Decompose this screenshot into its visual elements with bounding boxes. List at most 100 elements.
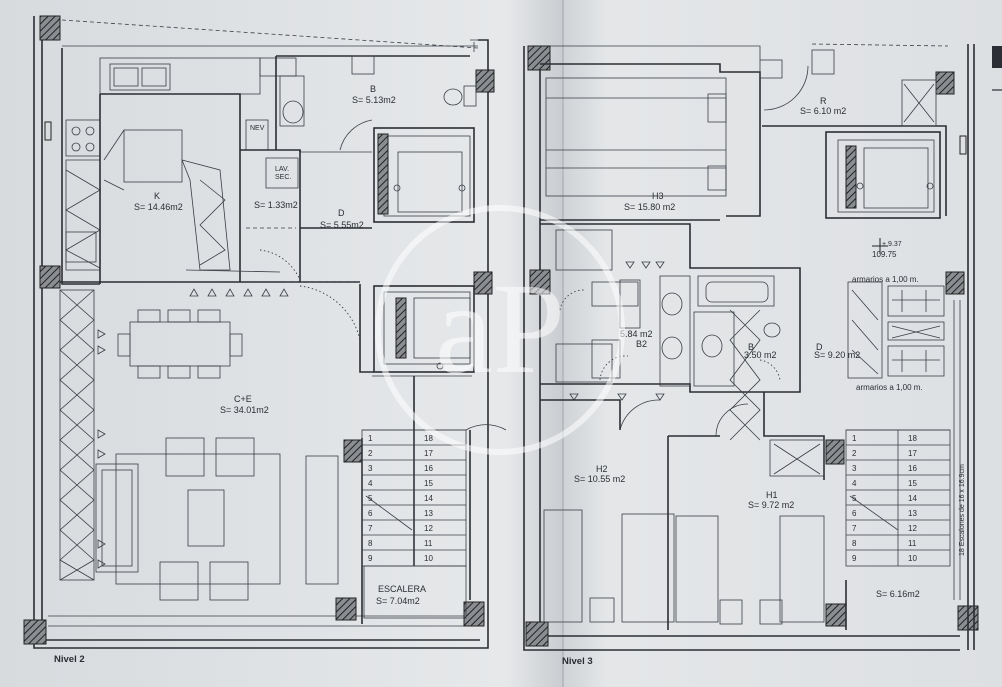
- room-letter-b: B: [370, 84, 376, 94]
- room-area-h2: S= 10.55 m2: [574, 474, 625, 484]
- stair-step-number: 5: [852, 494, 857, 503]
- room-letter-k: K: [154, 191, 160, 201]
- room-area-d: S= 5.55m2: [320, 220, 364, 230]
- column: [935, 71, 955, 95]
- stair-note: 18 Escalones de 16 x 16.9cm: [959, 464, 966, 556]
- watermark-logo: aP: [375, 205, 625, 455]
- armarios-top: armarios a 1,00 m.: [852, 275, 919, 284]
- room-area-k: S= 14.46m2: [134, 202, 183, 212]
- room-area-laundry: S= 1.33m2: [254, 200, 298, 210]
- sec-label: SEC.: [275, 174, 291, 181]
- column: [825, 603, 847, 627]
- level-2-labels: B S= 5.13m2 NEV LAV. SEC. S= 1.33m2 K S=…: [54, 84, 433, 665]
- bed-h3: [545, 77, 727, 197]
- room-area-h3: S= 15.80 m2: [624, 202, 675, 212]
- stair-step-number: 2: [368, 449, 373, 458]
- bed-h1-right: [779, 515, 825, 623]
- window-mark: [44, 121, 52, 141]
- room-letter-h1: H1: [766, 490, 778, 500]
- column: [335, 597, 357, 621]
- level-2-plan: [23, 15, 507, 649]
- stair-step-number: 16: [424, 464, 433, 473]
- room-letter-r: R: [820, 96, 827, 106]
- stair-step-number: 7: [368, 524, 373, 533]
- bathtub: [697, 275, 775, 307]
- stair-step-number: 2: [852, 449, 857, 458]
- stair-step-number: 4: [368, 479, 373, 488]
- stair-step-number: 6: [368, 509, 373, 518]
- watermark-text: aP: [435, 257, 565, 401]
- stair-step-number: 17: [424, 449, 433, 458]
- lav-label: LAV.: [275, 166, 289, 173]
- room-letter-b: B: [748, 342, 754, 352]
- stair-step-number: 1: [368, 434, 373, 443]
- stair-step-number: 1: [852, 434, 857, 443]
- room-letter-h2: H2: [596, 464, 608, 474]
- stair-step-number: 8: [368, 539, 373, 548]
- stair-step-number: 7: [852, 524, 857, 533]
- room-area-r: S= 6.10 m2: [800, 106, 846, 116]
- stair-step-number: 6: [852, 509, 857, 518]
- room-area-b: 3.50 m2: [744, 350, 777, 360]
- column: [39, 265, 61, 289]
- stair-step-number: 8: [852, 539, 857, 548]
- column: [23, 619, 47, 645]
- stair-step-number: 17: [908, 449, 917, 458]
- room-area-h1: S= 9.72 m2: [748, 500, 794, 510]
- stair-step-number: 10: [908, 554, 917, 563]
- sink-icon: [282, 100, 304, 124]
- bed-h2: [621, 513, 675, 623]
- column: [527, 45, 551, 71]
- room-letter-b2: B2: [636, 339, 647, 349]
- column: [475, 69, 495, 93]
- level-3-plan: [523, 43, 1002, 651]
- level-mark-top: + 9.37: [882, 241, 902, 248]
- room-area-ce: S= 34.01m2: [220, 405, 269, 415]
- level-3-labels: H3 S= 15.80 m2 R S= 6.10 m2 5.84 m2 B2 B…: [562, 96, 966, 667]
- sofa: [95, 463, 139, 573]
- stair-area-level-3: S= 6.16m2: [876, 589, 920, 599]
- stair-step-number: 12: [908, 524, 917, 533]
- stair-step-number: 10: [424, 554, 433, 563]
- coffee-table: [187, 489, 225, 547]
- armarios-bottom: armarios a 1,00 m.: [856, 383, 923, 392]
- stair-step-number: 13: [424, 509, 433, 518]
- column: [343, 439, 363, 463]
- room-letter-d: D: [816, 342, 823, 352]
- room-letter-d: D: [338, 208, 345, 218]
- toilet-icon: [443, 88, 463, 106]
- stair-step-number: 14: [424, 494, 433, 503]
- room-letter-h3: H3: [652, 191, 664, 201]
- column: [473, 271, 493, 295]
- level-2-title: Nivel 2: [54, 654, 85, 665]
- stair-step-number: 18: [908, 434, 917, 443]
- stair-step-number: 9: [852, 554, 857, 563]
- stair-step-number: 3: [368, 464, 373, 473]
- stair-step-number: 14: [908, 494, 917, 503]
- stair-step-number: 11: [908, 539, 917, 548]
- column: [529, 269, 551, 295]
- stair-step-number: 15: [908, 479, 917, 488]
- stair-step-number: 11: [424, 539, 433, 548]
- room-letter-ce: C+E: [234, 394, 252, 404]
- kitchen-sink: [109, 63, 171, 91]
- stair-step-number: 4: [852, 479, 857, 488]
- stair-step-number: 16: [908, 464, 917, 473]
- room-letter-escalera: ESCALERA: [378, 584, 426, 594]
- column: [39, 15, 61, 41]
- column: [945, 271, 965, 295]
- room-area-escalera: S= 7.04m2: [376, 596, 420, 606]
- room-area-d: S= 9.20 m2: [814, 350, 860, 360]
- room-area-b2: 5.84 m2: [620, 329, 653, 339]
- stair-step-number: 12: [424, 524, 433, 533]
- room-area-b: S= 5.13m2: [352, 95, 396, 105]
- level-mark-bottom: 109.75: [872, 250, 897, 259]
- column: [525, 621, 549, 647]
- stair-step-number: 13: [908, 509, 917, 518]
- stair-step-number: 3: [852, 464, 857, 473]
- stair-step-number: 5: [368, 494, 373, 503]
- level-3-title: Nivel 3: [562, 656, 593, 667]
- bed-h1-left: [675, 515, 719, 623]
- right-page: [563, 0, 1002, 687]
